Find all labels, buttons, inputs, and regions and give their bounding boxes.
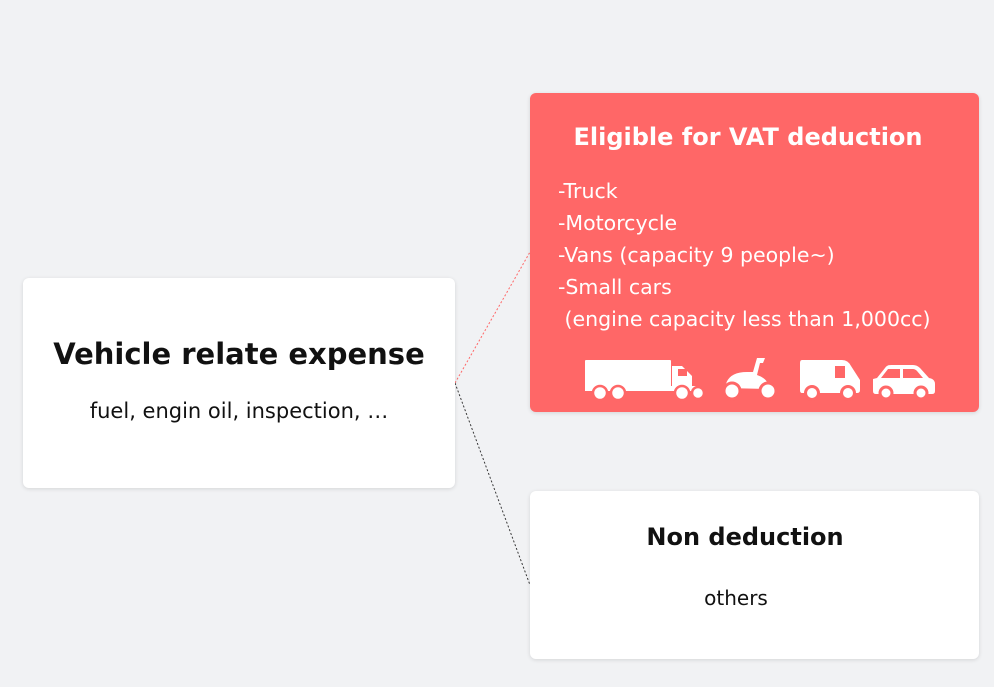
connector-to-non-deduction [454,382,531,586]
vehicle-icons [585,358,935,402]
truck-icon [585,360,706,402]
non-deduction-subtitle: others [704,586,768,610]
list-item: -Motorcycle [558,211,678,235]
non-deduction-title: Non deduction [646,523,844,551]
vehicle-expense-title: Vehicle relate expense [53,337,425,371]
list-item: -Vans (capacity 9 people~) [558,243,835,267]
list-item: -Small cars [558,275,672,299]
list-item: (engine capacity less than 1,000cc) [558,307,931,331]
eligible-vehicle-list: -Truck -Motorcycle -Vans (capacity 9 peo… [558,175,931,335]
eligible-vat-title: Eligible for VAT deduction [573,123,923,151]
vehicle-expense-card: Vehicle relate expense fuel, engin oil, … [23,278,455,488]
car-icon [873,365,935,401]
vehicle-expense-subtitle: fuel, engin oil, inspection, … [89,399,389,423]
scooter-icon [722,358,778,401]
connector-to-eligible [454,251,531,384]
non-deduction-card: Non deduction others [530,491,979,659]
van-icon [800,360,860,401]
list-item: -Truck [558,179,618,203]
eligible-vat-card: Eligible for VAT deduction -Truck -Motor… [530,93,979,412]
